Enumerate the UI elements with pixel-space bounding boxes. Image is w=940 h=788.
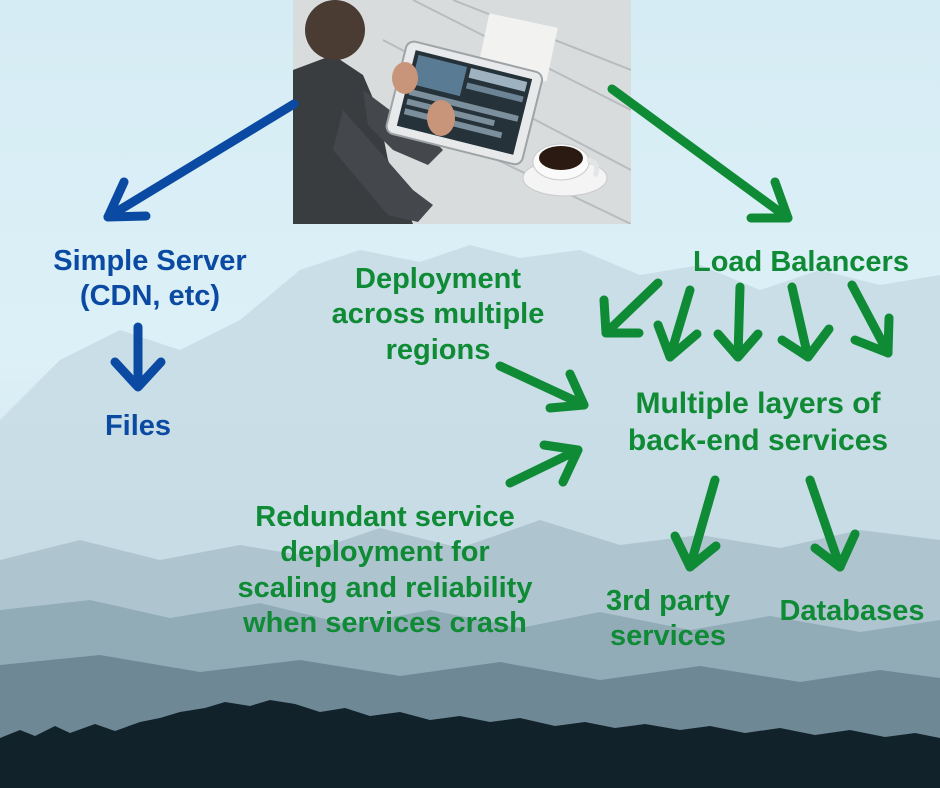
simple-server-label: Simple Server (CDN, etc) — [53, 245, 247, 313]
photo-coffee — [539, 146, 583, 170]
arrow-backend-to-third-party — [670, 475, 721, 572]
arrow-lb-1 — [599, 278, 663, 338]
arrow-redundant-to-backend — [505, 440, 583, 488]
databases-label: Databases — [779, 595, 925, 627]
photo-cup-handle — [586, 157, 600, 177]
arrow-lb-4 — [777, 282, 834, 362]
arrow-deployment-to-backend — [495, 361, 589, 413]
photo-arm-right — [333, 110, 433, 222]
arrow-photo-to-server — [103, 99, 299, 222]
photo-tablet — [385, 40, 544, 166]
tree-line — [0, 700, 940, 788]
backend-label: Multiple layers of back-end services — [627, 387, 889, 457]
arrow-lb-5 — [847, 280, 894, 358]
arrow-lb-2 — [653, 285, 702, 362]
arrow-server-to-files — [110, 322, 166, 392]
deployment-label: Deployment across multiple regions — [331, 263, 545, 366]
photo-hand — [427, 100, 455, 136]
photo-person-head — [305, 0, 365, 60]
photo-hand-left — [392, 62, 418, 94]
arrow-photo-to-load-balancers — [607, 84, 793, 223]
load-balancers-label: Load Balancers — [693, 246, 909, 278]
arrow-lb-3 — [713, 282, 763, 362]
tablet-photo — [293, 0, 631, 224]
arrow-backend-to-databases — [805, 475, 860, 572]
third-party-label: 3rd party services — [605, 585, 731, 653]
files-label: Files — [104, 410, 172, 442]
redundant-label: Redundant service deployment for scaling… — [237, 501, 533, 640]
